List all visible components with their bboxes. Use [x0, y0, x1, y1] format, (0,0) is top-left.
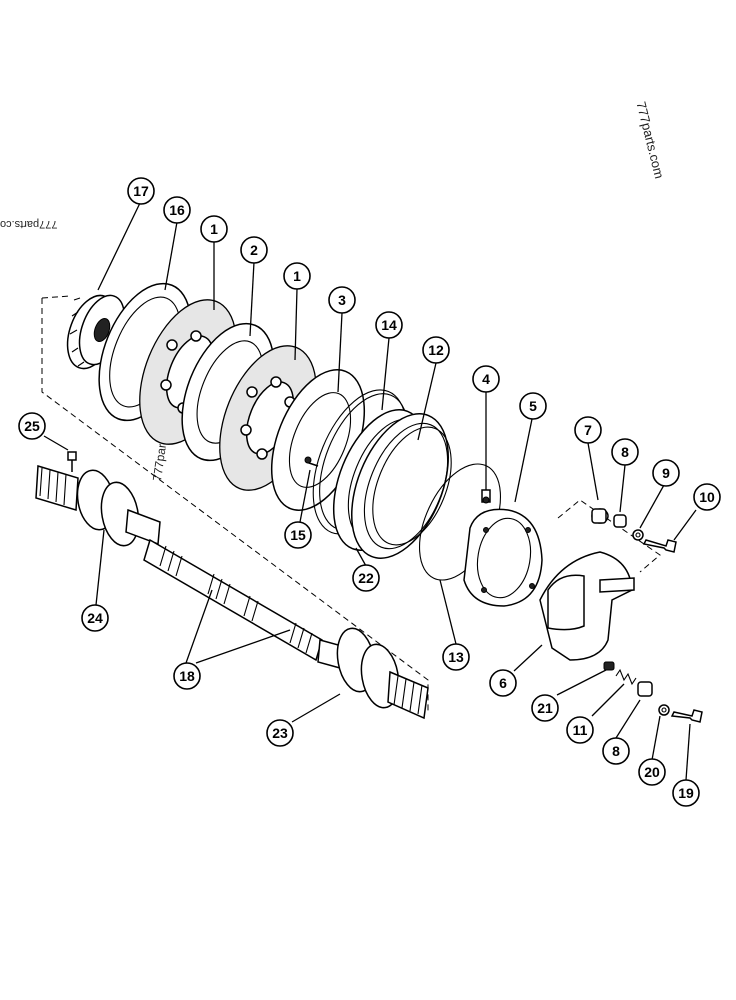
callout-22: 22	[352, 564, 380, 592]
svg-text:8: 8	[612, 743, 620, 759]
callout-2: 2	[240, 236, 268, 264]
part-19-bolt	[670, 709, 703, 723]
part-4-fitting	[481, 489, 491, 504]
svg-text:4: 4	[482, 371, 490, 387]
part-12-piston-housing	[351, 413, 452, 559]
svg-text:14: 14	[381, 317, 397, 333]
callout-8-lower: 8	[602, 737, 630, 765]
svg-text:21: 21	[537, 700, 553, 716]
svg-text:11: 11	[573, 722, 588, 738]
part-11-spring	[615, 668, 637, 686]
svg-text:8: 8	[621, 444, 629, 460]
svg-text:1: 1	[210, 221, 218, 237]
part-18-splined-shaft	[143, 538, 323, 662]
assembly-guide-lines	[41, 295, 661, 712]
svg-text:17: 17	[133, 183, 149, 199]
part-8-bushing-upper	[613, 514, 627, 528]
svg-text:7: 7	[584, 422, 592, 438]
svg-text:18: 18	[179, 668, 195, 684]
svg-text:20: 20	[644, 764, 660, 780]
svg-text:23: 23	[272, 725, 288, 741]
callout-12: 12	[422, 336, 450, 364]
svg-text:2: 2	[250, 242, 258, 258]
callout-8-upper: 8	[611, 438, 639, 466]
part-20-washer-lower	[658, 704, 670, 716]
callout-7: 7	[574, 416, 602, 444]
svg-text:3: 3	[338, 292, 346, 308]
svg-text:13: 13	[448, 649, 464, 665]
callout-13: 13	[442, 643, 470, 671]
callout-10: 10	[693, 483, 721, 511]
callout-20: 20	[638, 758, 666, 786]
callout-1-rear: 1	[283, 262, 311, 290]
svg-text:15: 15	[290, 527, 306, 543]
callout-9: 9	[652, 459, 680, 487]
svg-text:19: 19	[678, 785, 694, 801]
part-24-gear-shaft	[35, 465, 161, 547]
leader-lines	[43, 202, 697, 781]
svg-text:12: 12	[428, 342, 444, 358]
callout-6: 6	[489, 669, 517, 697]
svg-text:24: 24	[87, 610, 103, 626]
part-21-fitting	[603, 661, 615, 671]
callout-23: 23	[266, 719, 294, 747]
svg-text:10: 10	[699, 489, 715, 505]
part-23-gear-shaft	[317, 627, 429, 720]
callout-21: 21	[531, 694, 559, 722]
part-7-bushing	[591, 508, 609, 524]
part-25-screw	[67, 451, 77, 472]
svg-text:5: 5	[529, 398, 537, 414]
callout-15: 15	[284, 521, 312, 549]
callout-18: 18	[173, 662, 201, 690]
callout-4: 4	[472, 365, 500, 393]
svg-text:1: 1	[293, 268, 301, 284]
callout-3: 3	[328, 286, 356, 314]
callout-11: 11	[566, 716, 594, 744]
part-5-cover-plate	[463, 508, 543, 607]
callout-14: 14	[375, 311, 403, 339]
svg-text:6: 6	[499, 675, 507, 691]
part-10-bolt	[642, 539, 677, 553]
callout-5: 5	[519, 392, 547, 420]
svg-text:22: 22	[358, 570, 374, 586]
callout-17: 17	[127, 177, 155, 205]
callout-24: 24	[81, 604, 109, 632]
callout-25: 25	[18, 412, 46, 440]
part-9-washer-upper	[632, 529, 644, 541]
svg-text:9: 9	[662, 465, 670, 481]
callout-16: 16	[163, 196, 191, 224]
callout-1-front: 1	[200, 215, 228, 243]
part-8-bushing-lower	[637, 681, 653, 697]
svg-text:25: 25	[24, 418, 40, 434]
callout-19: 19	[672, 779, 700, 807]
part-6-housing	[539, 551, 635, 661]
svg-text:16: 16	[169, 202, 185, 218]
